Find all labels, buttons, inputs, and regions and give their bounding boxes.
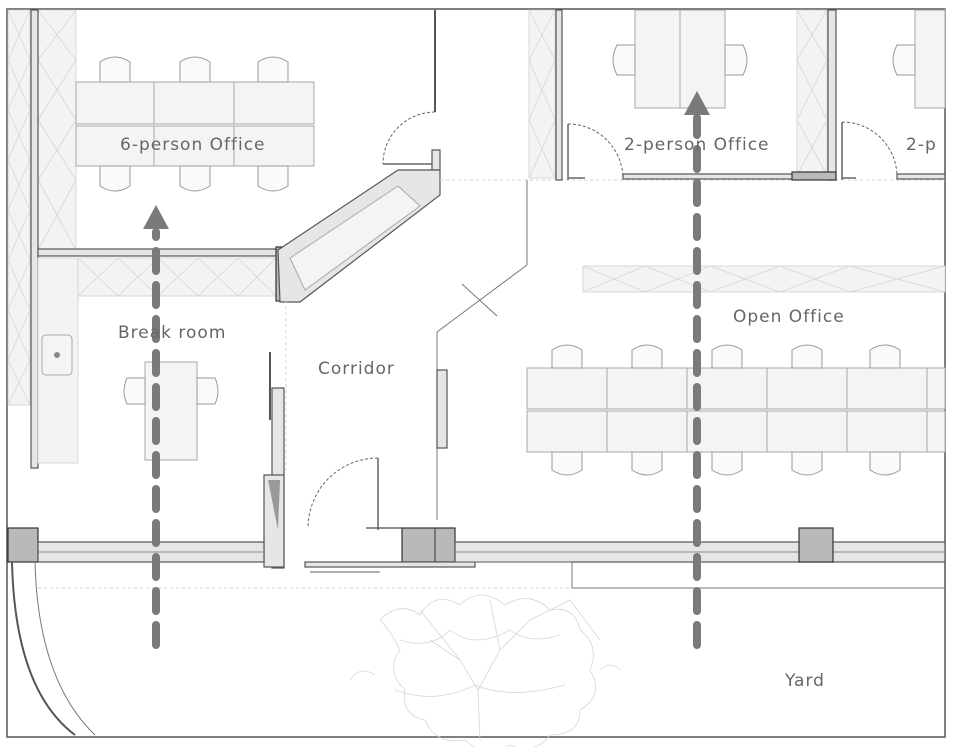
open-office-desks (526, 344, 946, 476)
chair-icon (631, 451, 663, 476)
chair-icon (257, 56, 289, 83)
left-storage-wall (7, 9, 77, 406)
open-office-shelf (582, 265, 946, 293)
chair-icon (711, 344, 743, 369)
chair-icon (791, 451, 823, 476)
tree-icon (349, 594, 621, 747)
label-yard: Yard (784, 671, 825, 691)
chair-icon (711, 451, 743, 476)
chair-icon (791, 344, 823, 369)
chair-icon (257, 165, 289, 192)
label-two-person-office-partial: 2-p (906, 135, 937, 155)
left-partition-wall (30, 9, 39, 469)
six-person-desk-cluster (75, 56, 315, 192)
chair-icon (99, 165, 131, 192)
chair-icon (123, 377, 146, 405)
chair-icon (724, 44, 748, 76)
label-break-room: Break room (118, 323, 226, 343)
corridor-elements (263, 352, 476, 573)
chair-icon (612, 44, 636, 76)
label-six-person-office: 6-person Office (120, 135, 266, 155)
chair-icon (869, 344, 901, 369)
chair-icon (892, 44, 916, 76)
chair-icon (869, 451, 901, 476)
route-arrow-left (143, 205, 169, 649)
chair-icon (179, 56, 211, 83)
chair-icon (551, 451, 583, 476)
diagonal-glass-wall (277, 169, 441, 303)
sink-icon (54, 352, 60, 358)
chair-icon (551, 344, 583, 369)
south-facade (7, 527, 946, 736)
door-marker (461, 283, 498, 317)
chair-icon (179, 165, 211, 192)
door-swing (382, 111, 436, 165)
chair-icon (631, 344, 663, 369)
route-arrow-right (684, 91, 710, 649)
break-room-table (123, 361, 219, 461)
label-two-person-office: 2-person Office (624, 135, 770, 155)
chair-icon (196, 377, 219, 405)
arrow-head-icon (143, 205, 169, 229)
label-corridor: Corridor (318, 359, 395, 379)
break-room-counter (37, 257, 277, 464)
chair-icon (99, 56, 131, 83)
label-open-office: Open Office (733, 307, 845, 327)
arrow-head-icon (684, 91, 710, 115)
two-person-offices (528, 9, 946, 181)
